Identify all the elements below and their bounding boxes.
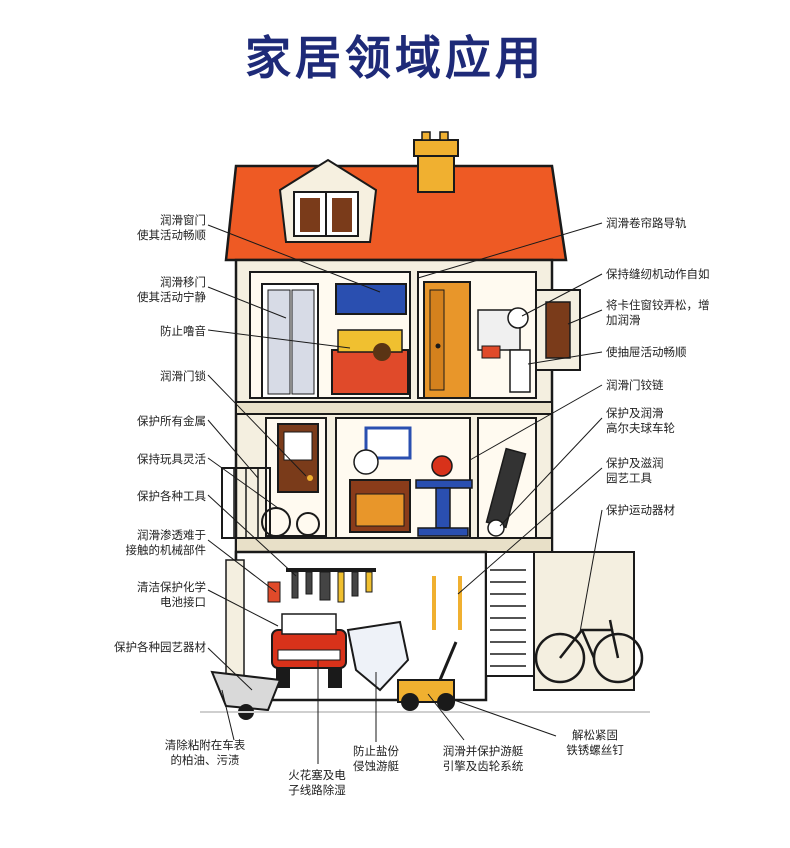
label-battery-contacts: 清洁保护化学 电池接口 bbox=[137, 580, 206, 609]
tricycle bbox=[261, 507, 291, 537]
label-protect-tools: 保护各种工具 bbox=[137, 489, 206, 503]
label-window-hinge: 将卡住窗铰弄松，增 加润滑 bbox=[606, 298, 710, 327]
side-window bbox=[545, 301, 571, 359]
label-garden-equipment: 保护各种园艺器材 bbox=[114, 640, 206, 654]
tool-rack bbox=[286, 568, 376, 572]
label-toys-flexible: 保持玩具灵活 bbox=[137, 452, 206, 466]
bedroom-window bbox=[335, 283, 407, 315]
label-golf-cart: 保护及润滑 高尔夫球车轮 bbox=[606, 406, 675, 435]
staircase-wall bbox=[485, 551, 535, 677]
label-salt-corrosion: 防止盐份 侵蚀游艇 bbox=[353, 744, 399, 773]
label-sewing-machine: 保持缝纫机动作自如 bbox=[606, 267, 710, 281]
battery bbox=[267, 581, 281, 603]
label-car-tar: 清除粘附在车表 的柏油、污渍 bbox=[164, 738, 246, 767]
staircase bbox=[490, 569, 526, 667]
label-rusty-screws: 解松紧固 铁锈螺丝钉 bbox=[566, 728, 624, 757]
label-door-hinge: 润滑门铰链 bbox=[606, 378, 664, 392]
page-title: 家居领域应用 bbox=[245, 31, 545, 85]
label-prevent-squeak: 防止噜音 bbox=[160, 324, 206, 338]
car bbox=[271, 629, 347, 669]
bicycle bbox=[534, 619, 644, 684]
label-sports-equipment: 保护运动器材 bbox=[606, 503, 675, 517]
table bbox=[415, 479, 473, 489]
wheelbarrow bbox=[210, 670, 282, 712]
label-lubricate-window: 润滑窗门 使其活动畅顺 bbox=[137, 213, 206, 242]
label-penetrate-parts: 润滑渗透难于 接触的机械部件 bbox=[125, 528, 207, 557]
label-lubricate-sliding-door: 润滑移门 使其活动宁静 bbox=[137, 275, 206, 304]
annex bbox=[533, 551, 635, 691]
leader-lines bbox=[207, 222, 603, 764]
label-protect-metal: 保护所有金属 bbox=[137, 414, 206, 428]
clock bbox=[353, 449, 379, 475]
label-boat-engine: 润滑并保护游艇 引擎及齿轮系统 bbox=[442, 744, 524, 773]
chimney bbox=[417, 155, 455, 193]
garage bbox=[234, 550, 488, 702]
bed bbox=[331, 349, 409, 395]
label-garden-tools: 保护及滋润 园艺工具 bbox=[606, 456, 664, 485]
label-spark-plug: 火花塞及电 子线路除湿 bbox=[288, 768, 346, 797]
roof bbox=[224, 164, 568, 262]
label-rolling-shutter: 润滑卷帘路导轨 bbox=[606, 216, 687, 230]
label-drawer: 使抽屉活动畅顺 bbox=[606, 345, 687, 359]
tools bbox=[291, 571, 373, 603]
label-lubricate-lock: 润滑门锁 bbox=[160, 369, 206, 383]
boat bbox=[346, 620, 410, 692]
